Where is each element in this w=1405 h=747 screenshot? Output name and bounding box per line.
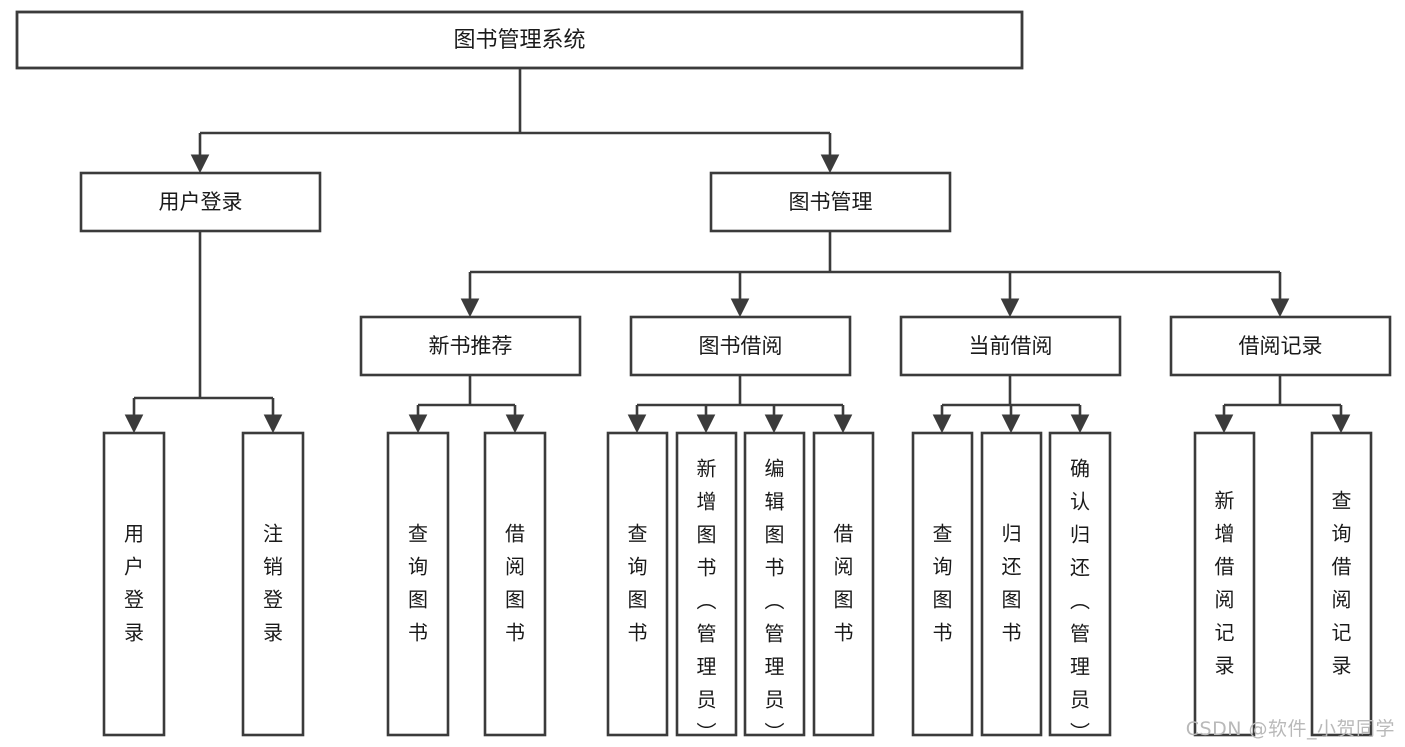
- node-leaf-logout-box[interactable]: [241, 431, 305, 737]
- node-leaf-query-record-label: 查询借阅记录: [1332, 488, 1352, 677]
- node-leaf-add-book-label: 新增图书︵管理员︶: [697, 456, 717, 744]
- connector-layer: [124, 68, 1351, 434]
- node-leaf-borrow-book-2-label: 借阅图书: [834, 521, 854, 644]
- node-leaf-return-book-label: 归还图书: [1002, 521, 1022, 644]
- node-leaf-edit-book-box[interactable]: [743, 431, 806, 737]
- connector-group: [190, 68, 840, 174]
- node-root-box[interactable]: [15, 10, 1024, 70]
- node-leaf-query-book-1-label: 查询图书: [408, 521, 428, 644]
- node-leaf-query-record-box[interactable]: [1310, 431, 1373, 737]
- connector-group: [408, 375, 525, 434]
- connector-group: [627, 375, 853, 434]
- node-leaf-borrow-book-1-label: 借阅图书: [505, 521, 525, 644]
- node-current-borrow-box[interactable]: [899, 315, 1122, 377]
- arrow-head-icon: [820, 154, 840, 174]
- node-leaf-query-book-3[interactable]: 查询图书: [911, 431, 974, 737]
- arrow-head-icon: [1270, 298, 1290, 318]
- node-borrow-record-box[interactable]: [1169, 315, 1392, 377]
- node-root[interactable]: 图书管理系统: [15, 10, 1024, 70]
- node-leaf-borrow-book-2-box[interactable]: [812, 431, 875, 737]
- node-leaf-edit-book[interactable]: 编辑图书︵管理员︶: [743, 431, 806, 744]
- node-leaf-return-book[interactable]: 归还图书: [980, 431, 1043, 737]
- node-leaf-confirm-return[interactable]: 确认归还︵管理员︶: [1048, 431, 1112, 744]
- node-leaf-query-record[interactable]: 查询借阅记录: [1310, 431, 1373, 737]
- arrow-head-icon: [696, 414, 716, 434]
- arrow-head-icon: [190, 154, 210, 174]
- arrow-head-icon: [764, 414, 784, 434]
- node-leaf-confirm-return-label: 确认归还︵管理员︶: [1070, 456, 1090, 744]
- node-borrow-record-label: 借阅记录: [1239, 334, 1323, 358]
- node-leaf-query-book-2-label: 查询图书: [628, 521, 648, 644]
- node-root-label: 图书管理系统: [453, 28, 585, 53]
- node-leaf-query-book-3-label: 查询图书: [933, 521, 953, 644]
- node-new-book-recommend-label: 新书推荐: [429, 334, 513, 358]
- node-leaf-borrow-book-1[interactable]: 借阅图书: [483, 431, 547, 737]
- connector-group: [932, 375, 1090, 434]
- node-leaf-logout-label: 注销登录: [263, 521, 283, 644]
- node-user-login-label: 用户登录: [159, 190, 243, 214]
- arrow-head-icon: [730, 298, 750, 318]
- arrow-head-icon: [932, 414, 952, 434]
- node-leaf-query-book-2[interactable]: 查询图书: [606, 431, 669, 737]
- arrow-head-icon: [263, 414, 283, 434]
- node-leaf-return-book-box[interactable]: [980, 431, 1043, 737]
- node-current-borrow-label: 当前借阅: [969, 334, 1053, 358]
- arrow-head-icon: [1000, 298, 1020, 318]
- node-leaf-user-login[interactable]: 用户登录: [102, 431, 166, 737]
- arrow-head-icon: [1070, 414, 1090, 434]
- arrow-head-icon: [627, 414, 647, 434]
- arrow-head-icon: [1001, 414, 1021, 434]
- node-leaf-query-book-1-box[interactable]: [386, 431, 450, 737]
- node-book-manage[interactable]: 图书管理: [709, 171, 952, 233]
- connector-group: [124, 231, 283, 434]
- connector-group: [1214, 375, 1351, 434]
- node-book-borrow-label: 图书借阅: [699, 334, 783, 358]
- node-book-borrow-box[interactable]: [629, 315, 852, 377]
- node-user-login-box[interactable]: [79, 171, 322, 233]
- node-leaf-add-record-box[interactable]: [1193, 431, 1256, 737]
- node-user-login[interactable]: 用户登录: [79, 171, 322, 233]
- node-current-borrow[interactable]: 当前借阅: [899, 315, 1122, 377]
- node-leaf-query-book-3-box[interactable]: [911, 431, 974, 737]
- node-new-book-recommend[interactable]: 新书推荐: [359, 315, 582, 377]
- node-leaf-user-login-box[interactable]: [102, 431, 166, 737]
- csdn-watermark: CSDN @软件_小贺同学: [1185, 718, 1395, 740]
- arrow-head-icon: [1214, 414, 1234, 434]
- node-borrow-record[interactable]: 借阅记录: [1169, 315, 1392, 377]
- node-leaf-query-book-2-box[interactable]: [606, 431, 669, 737]
- node-layer: 图书管理系统用户登录图书管理新书推荐图书借阅当前借阅借阅记录用户登录注销登录查询…: [15, 10, 1392, 744]
- arrow-head-icon: [124, 414, 144, 434]
- arrow-head-icon: [505, 414, 525, 434]
- node-leaf-logout[interactable]: 注销登录: [241, 431, 305, 737]
- node-leaf-add-book[interactable]: 新增图书︵管理员︶: [675, 431, 738, 744]
- node-book-manage-box[interactable]: [709, 171, 952, 233]
- node-book-manage-label: 图书管理: [789, 190, 873, 214]
- arrow-head-icon: [1331, 414, 1351, 434]
- connector-group: [460, 231, 1290, 318]
- node-leaf-query-book-1[interactable]: 查询图书: [386, 431, 450, 737]
- node-leaf-add-record-label: 新增借阅记录: [1215, 488, 1235, 677]
- node-leaf-user-login-label: 用户登录: [124, 521, 144, 644]
- node-leaf-borrow-book-1-box[interactable]: [483, 431, 547, 737]
- node-leaf-add-record[interactable]: 新增借阅记录: [1193, 431, 1256, 737]
- node-new-book-recommend-box[interactable]: [359, 315, 582, 377]
- arrow-head-icon: [408, 414, 428, 434]
- node-leaf-borrow-book-2[interactable]: 借阅图书: [812, 431, 875, 737]
- arrow-head-icon: [460, 298, 480, 318]
- arrow-head-icon: [833, 414, 853, 434]
- node-book-borrow[interactable]: 图书借阅: [629, 315, 852, 377]
- node-leaf-confirm-return-box[interactable]: [1048, 431, 1112, 737]
- node-leaf-edit-book-label: 编辑图书︵管理员︶: [765, 456, 785, 744]
- node-leaf-add-book-box[interactable]: [675, 431, 738, 737]
